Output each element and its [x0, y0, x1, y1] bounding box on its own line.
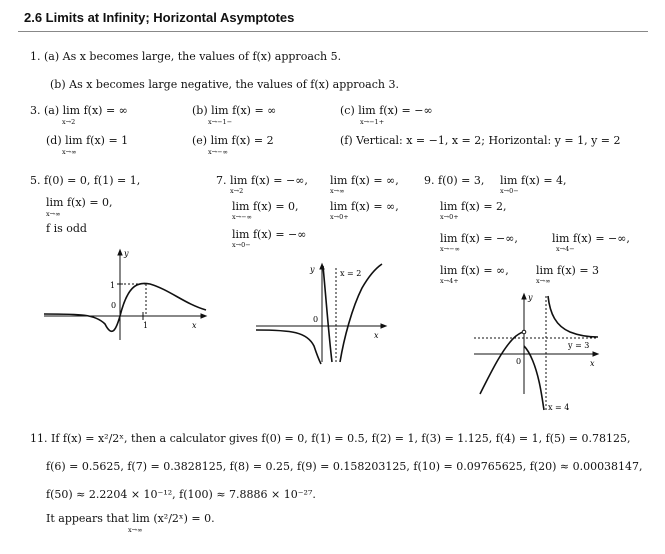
- problem-1a: 1. (a) As x becomes large, the values of…: [30, 50, 342, 63]
- problem-9-line4a: lim f(x) = ∞,: [440, 264, 509, 277]
- x-axis-arrow: [200, 313, 208, 319]
- problem-3d: (d) lim f(x) = 1: [46, 134, 129, 147]
- problem-9-line4a-sub: x→4+: [440, 277, 459, 285]
- horizontal-asymptote-label: y = 3: [567, 341, 589, 350]
- problem-7-line2b: lim f(x) = ∞,: [330, 200, 399, 213]
- curve-middle-branch: [523, 345, 545, 411]
- y-axis-arrow: [521, 292, 527, 300]
- y-axis-label: y: [309, 265, 315, 274]
- vertical-asymptote-label: x = 4: [548, 403, 569, 412]
- problem-7-line1a-sub: x→2: [230, 187, 244, 195]
- curve-left-branch: [255, 329, 322, 365]
- problem-9-line4b-sub: x→∞: [536, 277, 551, 285]
- section-title: 2.6 Limits at Infinity; Horizontal Asymp…: [24, 10, 295, 25]
- origin-label: 0: [313, 315, 318, 324]
- curve-right-branch: [547, 295, 599, 338]
- x-tick-1-label: 1: [143, 321, 148, 330]
- header-rule: [18, 31, 648, 32]
- problem-3a: 3. (a) lim f(x) = ∞: [30, 104, 128, 117]
- y-axis-label: y: [527, 293, 533, 302]
- problem-3c: (c) lim f(x) = −∞: [340, 104, 433, 117]
- problem-7-line2a: lim f(x) = 0,: [232, 200, 299, 213]
- x-axis-label: x: [374, 331, 379, 340]
- problem-9-line3a: lim f(x) = −∞,: [440, 232, 518, 245]
- problem-3a-sub: x→2: [62, 118, 76, 126]
- curve-problem-5: [43, 282, 207, 333]
- x-axis-arrow: [380, 323, 388, 329]
- problem-7-line1b-sub: x→∞: [330, 187, 345, 195]
- x-axis-label: x: [192, 321, 197, 330]
- problem-7-line3: lim f(x) = −∞: [232, 228, 307, 241]
- problem-11-line2: f(6) = 0.5625, f(7) = 0.3828125, f(8) = …: [46, 460, 643, 473]
- problem-1b: (b) As x becomes large negative, the val…: [50, 78, 399, 91]
- origin-label: 0: [111, 301, 116, 310]
- problem-11-line4-sub: x→∞: [128, 526, 143, 534]
- problem-9-line2: lim f(x) = 2,: [440, 200, 507, 213]
- problem-9-line4b: lim f(x) = 3: [536, 264, 600, 277]
- problem-5-line3: f is odd: [46, 222, 87, 235]
- problem-11-line1: 11. If f(x) = x²/2ˣ, then a calculator g…: [30, 432, 631, 445]
- graph-problem-5: y x 1 0 1: [43, 248, 208, 340]
- asymptote-label: x = 2: [340, 269, 361, 278]
- graph-problem-7: y x 0 x = 2: [255, 262, 388, 365]
- origin-label: 0: [516, 357, 521, 366]
- curve-middle-branch: [322, 265, 333, 363]
- open-dot-f0: [521, 329, 527, 335]
- problem-3e: (e) lim f(x) = 2: [192, 134, 274, 147]
- problem-11-line4: It appears that lim (x²/2ˣ) = 0.: [46, 512, 215, 525]
- problem-9-line3b: lim f(x) = −∞,: [552, 232, 630, 245]
- problem-3c-sub: x→−1+: [360, 118, 385, 126]
- problem-3e-sub: x→−∞: [208, 148, 228, 156]
- problem-3b: (b) lim f(x) = ∞: [192, 104, 277, 117]
- x-axis-arrow: [592, 351, 600, 357]
- problem-7-line2a-sub: x→−∞: [232, 213, 252, 221]
- problem-9-line3b-sub: x→4−: [556, 245, 575, 253]
- problem-9-line2-sub: x→0+: [440, 213, 459, 221]
- problem-7-line2b-sub: x→0+: [330, 213, 349, 221]
- y-axis-arrow: [117, 248, 123, 256]
- problem-7-line1a: 7. lim f(x) = −∞,: [216, 174, 308, 187]
- problem-9-line1b-sub: x→0−: [500, 187, 519, 195]
- problem-3b-sub: x→−1−: [208, 118, 233, 126]
- problem-9-line1a: 9. f(0) = 3,: [424, 174, 485, 187]
- problem-5-line2: lim f(x) = 0,: [46, 196, 113, 209]
- graph-problem-9: y x 0 y = 3 x = 4: [474, 292, 600, 412]
- problem-9-line3a-sub: x→−∞: [440, 245, 460, 253]
- y-axis-label: y: [123, 249, 129, 258]
- problem-5-line1: 5. f(0) = 0, f(1) = 1,: [30, 174, 141, 187]
- x-axis-label: x: [590, 359, 595, 368]
- problem-3f: (f) Vertical: x = −1, x = 2; Horizontal:…: [340, 134, 621, 147]
- problem-5-line2-sub: x→∞: [46, 210, 61, 218]
- y-tick-1-label: 1: [110, 281, 115, 290]
- curve-right-branch: [339, 263, 383, 363]
- problem-3d-sub: x→∞: [62, 148, 77, 156]
- problem-7-line1b: lim f(x) = ∞,: [330, 174, 399, 187]
- problem-7-line3-sub: x→0−: [232, 241, 251, 249]
- problem-9-line1b: lim f(x) = 4,: [500, 174, 567, 187]
- problem-11-line3: f(50) ≈ 2.2204 × 10⁻¹², f(100) ≈ 7.8886 …: [46, 488, 316, 501]
